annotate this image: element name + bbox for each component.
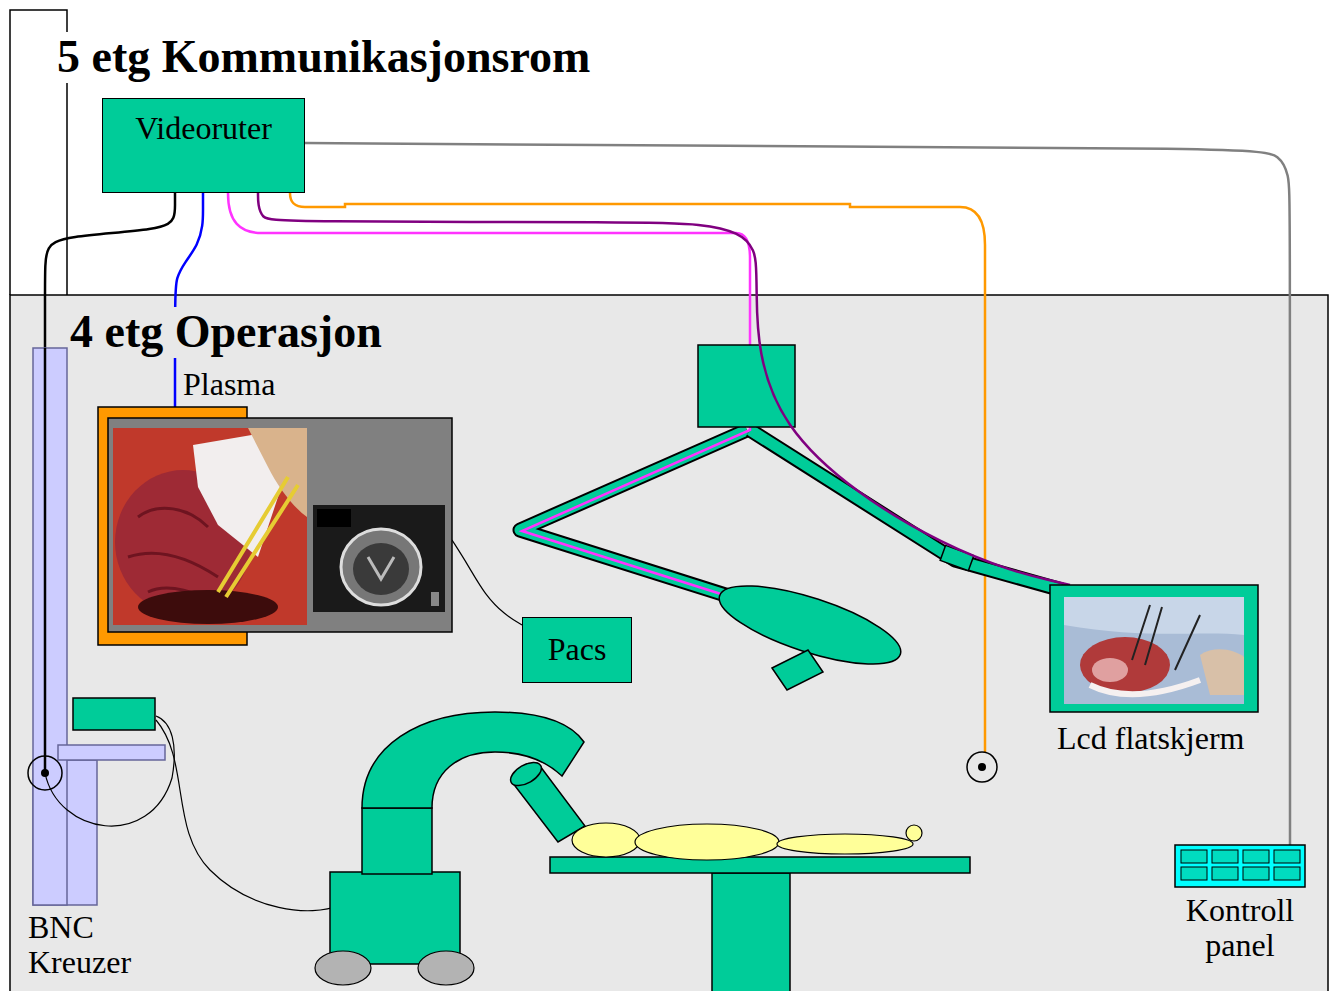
patient-head — [572, 823, 640, 857]
lcd-display: Lcd flatskjerm — [1050, 585, 1258, 712]
keypad-button — [1274, 867, 1300, 880]
device-label: Lcd flatskjerm — [1057, 721, 1244, 756]
keypad-button — [1243, 850, 1269, 863]
ct-skull — [341, 529, 421, 605]
patch-cable — [45, 716, 174, 826]
operating-floor — [10, 295, 1328, 991]
floor-title: 5 etg Kommunikasjonsrom — [55, 32, 592, 83]
lcd-figure — [1050, 585, 1258, 712]
node-label: Pacs — [548, 632, 607, 667]
tissue-highlight — [1092, 658, 1128, 682]
camera-unit — [73, 698, 155, 730]
patient-feet — [906, 825, 922, 841]
floor-title: 4 etg Operasjon — [68, 307, 384, 358]
instruments — [1132, 605, 1200, 670]
video-cable — [305, 143, 1290, 845]
keypad-figure — [1175, 845, 1305, 887]
gauze — [1090, 680, 1200, 694]
bnc-column — [33, 348, 67, 905]
monitor-arm — [750, 430, 1062, 590]
cavity-shadow — [138, 590, 278, 624]
keypad-button — [1274, 850, 1300, 863]
video-cable — [452, 540, 522, 625]
pacs-box: Pacs — [522, 617, 632, 683]
drape — [1064, 597, 1244, 635]
bnc-shelf — [58, 745, 165, 760]
patient-torso — [635, 824, 779, 860]
wheel — [418, 951, 474, 985]
lcd-image — [1064, 597, 1244, 704]
lcd-frame — [1050, 585, 1258, 712]
monitor-arm-outline — [750, 430, 1062, 590]
ct-scale — [431, 592, 439, 606]
control-panel: Kontroll panel — [1175, 845, 1305, 887]
device-label: Plasma — [183, 367, 275, 402]
glove-hand — [248, 428, 307, 517]
microscope-optic — [507, 758, 545, 791]
outlet-pin — [978, 763, 986, 771]
device-label: Kontroll panel — [1165, 893, 1315, 963]
keypad-button — [1181, 850, 1207, 863]
label-holder: Lcd flatskjerm — [1057, 721, 1244, 756]
device-label: BNC Kreuzer — [28, 910, 168, 980]
router-box: Videoruter — [102, 98, 305, 193]
bnc-panel: BNC Kreuzer — [33, 348, 168, 905]
bipolar-forceps — [218, 477, 298, 597]
hand — [1200, 649, 1244, 695]
node-label: Videoruter — [135, 111, 272, 146]
plasma-figure — [98, 407, 452, 645]
floor-band: 4 etg OperasjonPlasmaPacsLcd flatskjermB… — [10, 295, 1328, 991]
keypad-button — [1181, 867, 1207, 880]
operating-table — [550, 857, 970, 873]
magenta-cable — [228, 193, 800, 619]
floor-band: 5 etg KommunikasjonsromVideoruter — [10, 10, 1330, 295]
keypad-button — [1212, 867, 1238, 880]
bnc-figure — [33, 348, 168, 905]
plasma-display: Plasma — [98, 407, 452, 645]
ceiling-mount — [698, 345, 795, 427]
wall-outlet — [967, 752, 997, 782]
keypad-body — [1175, 845, 1305, 887]
keypad-button — [1243, 867, 1269, 880]
ct-brain — [353, 543, 409, 595]
label-holder: Kontroll panel — [1165, 893, 1315, 963]
microscope-base — [330, 872, 460, 964]
label-holder: BNC Kreuzer — [28, 910, 168, 980]
ct-panel — [313, 505, 445, 612]
lamp-handle — [772, 650, 823, 690]
ct-structure — [368, 557, 394, 579]
plasma-screen — [108, 418, 452, 632]
ct-blackout — [317, 509, 351, 527]
microscope-column — [362, 808, 432, 874]
table-pedestal — [712, 873, 790, 991]
label-holder: 5 etg Kommunikasjonsrom — [55, 32, 592, 83]
label-holder: Plasma — [183, 367, 275, 402]
video-cable-run — [44, 348, 47, 773]
keypad-button — [1212, 850, 1238, 863]
surgery-image — [113, 428, 307, 625]
patient-legs — [777, 834, 913, 854]
label-holder: 4 etg Operasjon — [68, 307, 384, 358]
wheel — [315, 951, 371, 985]
